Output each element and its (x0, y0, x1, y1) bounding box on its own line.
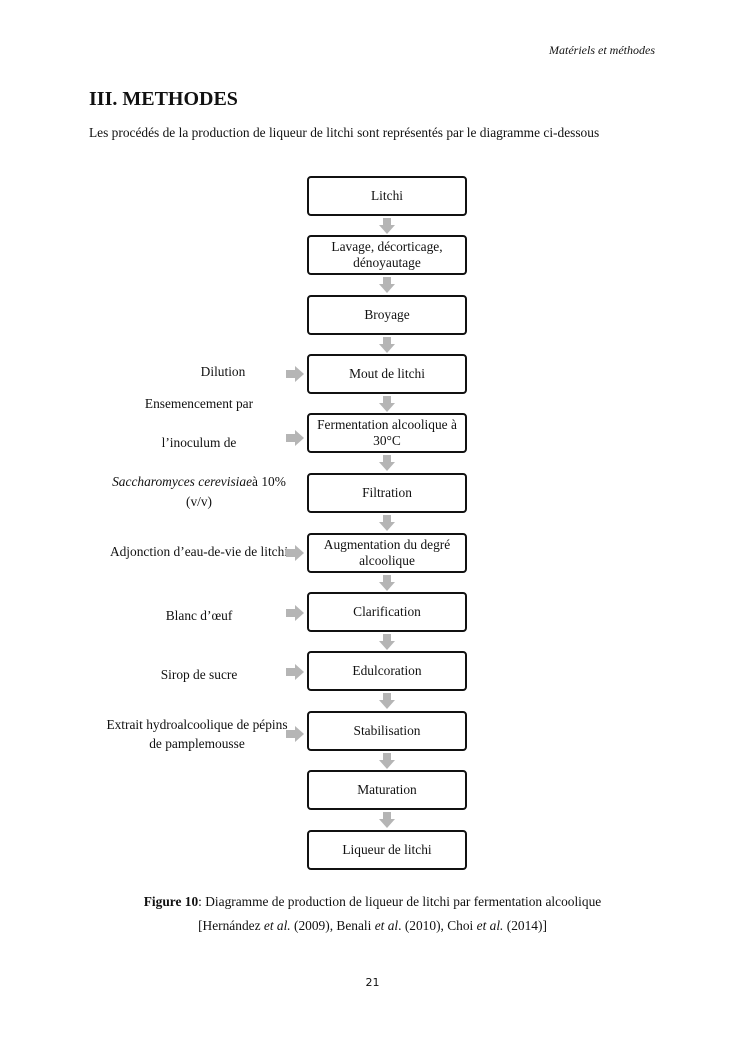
input-blanc-oeuf-label: Blanc d’œuf (165, 608, 233, 624)
input-eau-de-vie: Adjonction d’eau-de-vie de litchi (104, 532, 294, 572)
step-augmentation: Augmentation du degré alcoolique (307, 533, 467, 573)
step-edulcoration: Edulcoration (307, 651, 467, 691)
input-dilution-label: Dilution (200, 364, 246, 380)
input-sirop: Sirop de sucre (104, 665, 294, 685)
input-inoculation-label: Ensemencement par l’inoculum de Saccharo… (112, 396, 286, 509)
down-arrow-icon (379, 812, 395, 828)
input-dilution: Dilution (128, 362, 318, 382)
right-arrow-icon (286, 366, 304, 382)
down-arrow-icon (379, 277, 395, 293)
input-sirop-label: Sirop de sucre (160, 667, 238, 683)
down-arrow-icon (379, 396, 395, 412)
species-name: Saccharomyces cerevisiae (112, 474, 253, 490)
step-liqueur: Liqueur de litchi (307, 830, 467, 870)
down-arrow-icon (379, 515, 395, 531)
step-stabilisation: Stabilisation (307, 711, 467, 751)
figure-title: : Diagramme de production de liqueur de … (198, 894, 602, 909)
down-arrow-icon (379, 575, 395, 591)
down-arrow-icon (379, 455, 395, 471)
step-mout: Mout de litchi (307, 354, 467, 394)
step-lavage: Lavage, décorticage, dénoyautage (307, 235, 467, 275)
input-extrait-label: Extrait hydroalcoolique de pépins de pam… (106, 716, 288, 752)
section-title: III. METHODES (89, 88, 238, 110)
step-broyage: Broyage (307, 295, 467, 335)
right-arrow-icon (286, 545, 304, 561)
down-arrow-icon (379, 634, 395, 650)
right-arrow-icon (286, 605, 304, 621)
input-blanc-oeuf: Blanc d’œuf (104, 606, 294, 626)
down-arrow-icon (379, 218, 395, 234)
right-arrow-icon (286, 726, 304, 742)
figure-caption: Figure 10: Diagramme de production de li… (0, 890, 745, 938)
down-arrow-icon (379, 337, 395, 353)
right-arrow-icon (286, 430, 304, 446)
step-filtration: Filtration (307, 473, 467, 513)
figure-label: Figure 10 (143, 894, 199, 909)
page-number: 21 (365, 976, 380, 989)
intro-paragraph: Les procédés de la production de liqueur… (89, 125, 600, 140)
down-arrow-icon (379, 693, 395, 709)
figure-references: [Hernández et al. (2009), Benali et al. … (198, 918, 547, 933)
right-arrow-icon (286, 664, 304, 680)
step-litchi: Litchi (307, 176, 467, 216)
input-eau-de-vie-label: Adjonction d’eau-de-vie de litchi (109, 544, 289, 560)
input-inoculation: Ensemencement par l’inoculum de Saccharo… (104, 396, 294, 509)
down-arrow-icon (379, 753, 395, 769)
input-extrait: Extrait hydroalcoolique de pépins de pam… (102, 714, 292, 754)
running-header: Matériels et méthodes (549, 43, 655, 57)
step-maturation: Maturation (307, 770, 467, 810)
step-fermentation: Fermentation alcoolique à 30°C (307, 413, 467, 453)
step-clarification: Clarification (307, 592, 467, 632)
